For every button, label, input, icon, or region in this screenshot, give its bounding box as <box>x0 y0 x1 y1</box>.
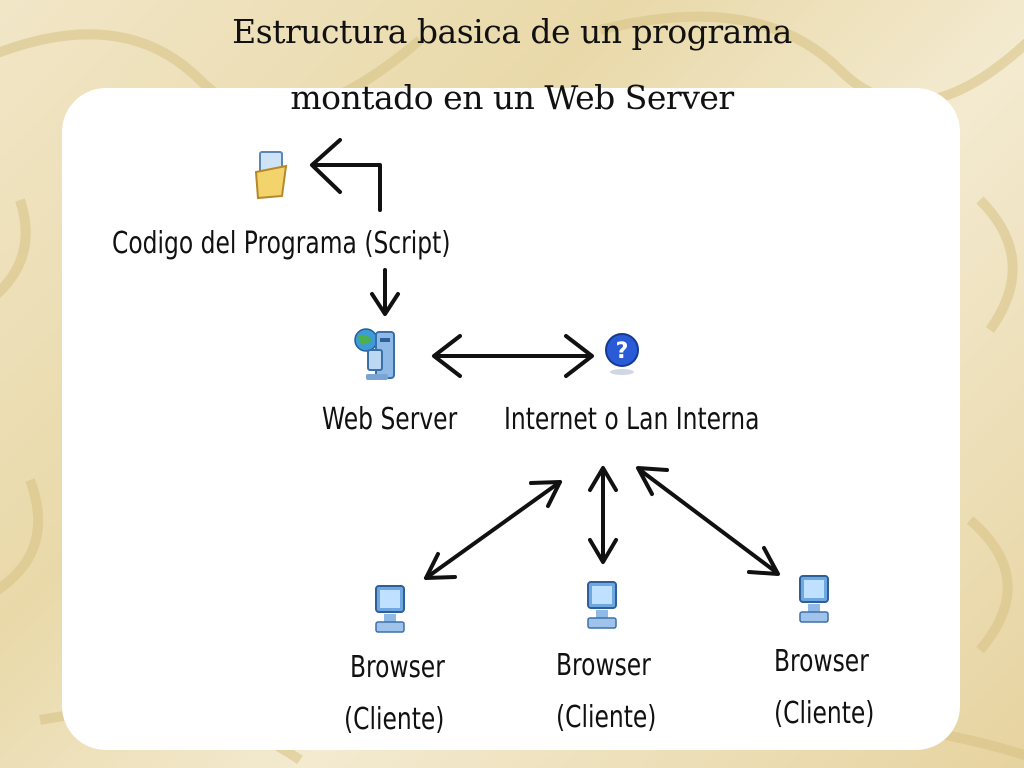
client-label: (Cliente) <box>774 696 875 731</box>
script-label: Codigo del Programa (Script) <box>112 226 451 261</box>
question-help-icon: ? <box>605 333 639 375</box>
svg-text:?: ? <box>616 339 629 364</box>
arrow-script-to-server <box>370 268 400 316</box>
web-server-label: Web Server <box>322 402 458 437</box>
client-computer-icon <box>799 575 829 623</box>
browser-label: Browser <box>350 650 445 685</box>
arrow-internet-browser-right <box>636 466 780 576</box>
arrow-internet-browser-left <box>424 480 562 580</box>
client-computer-icon <box>587 581 617 629</box>
browser-label: Browser <box>556 648 651 683</box>
title-line-1: Estructura basica de un programa <box>232 12 792 51</box>
arrow-to-script <box>310 138 382 212</box>
diagram-panel <box>62 88 960 750</box>
arrow-internet-browser-middle <box>588 466 618 564</box>
browser-label: Browser <box>774 644 869 679</box>
script-file-icon <box>254 151 288 200</box>
arrow-server-internet <box>432 334 594 378</box>
client-label: (Cliente) <box>556 700 657 735</box>
internet-label: Internet o Lan Interna <box>504 402 760 437</box>
title-line-2: montado en un Web Server <box>290 78 734 117</box>
client-computer-icon <box>375 585 405 633</box>
web-server-computer-icon <box>354 328 395 380</box>
client-label: (Cliente) <box>344 702 445 737</box>
